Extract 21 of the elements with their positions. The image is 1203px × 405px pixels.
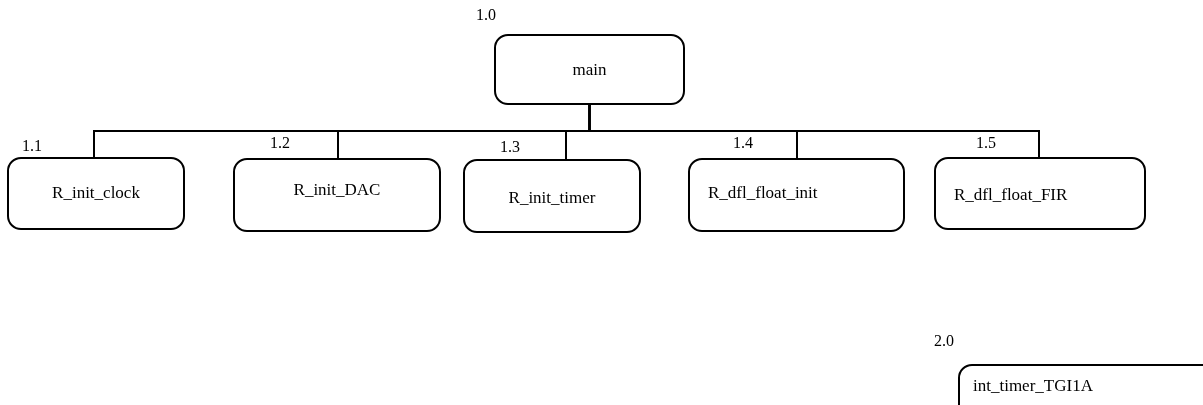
function-box (688, 158, 905, 232)
function-box (463, 159, 641, 233)
function-box (494, 34, 685, 105)
function-name: R_init_clock (51, 183, 141, 203)
function-name: R_init_DAC (292, 180, 382, 200)
node-number: 2.0 (934, 332, 954, 350)
node-number: 1.3 (500, 138, 520, 156)
function-name: R_dfl_float_init (708, 183, 818, 203)
node-number: 1.2 (270, 134, 290, 152)
function-box (7, 157, 185, 230)
function-box (934, 157, 1146, 230)
tree-connector (588, 104, 1040, 158)
node-number: 1.0 (476, 6, 496, 24)
function-name: R_dfl_float_FIR (954, 185, 1068, 205)
function-box (233, 158, 441, 232)
node-number: 1.4 (733, 134, 753, 152)
node-number: 1.5 (976, 134, 996, 152)
function-name: R_init_timer (507, 188, 597, 208)
function-name: int_timer_TGI1A (973, 376, 1093, 396)
function-name: main (571, 60, 608, 80)
node-number: 1.1 (22, 137, 42, 155)
